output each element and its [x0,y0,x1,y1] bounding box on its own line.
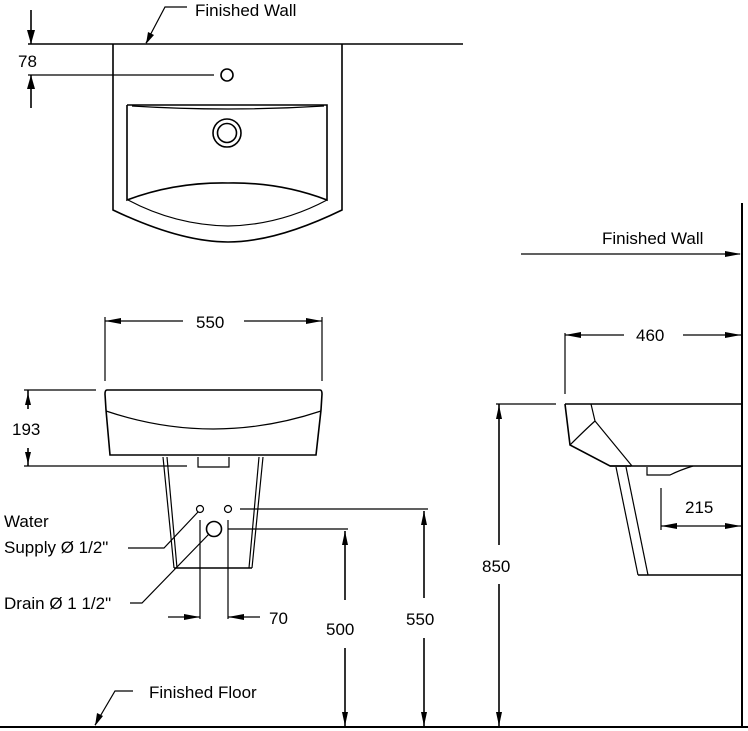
top-bowl-outline [126,104,328,202]
side-wall-label: Finished Wall [602,229,703,248]
side-basin-front [564,403,631,467]
pedestal-left-inner [166,456,178,569]
front-basin-outline [104,389,323,456]
dim-215-left-arrow [661,523,677,529]
water-supply-hole-right [223,504,233,514]
front-view: 550 193 70 [0,313,748,728]
side-trap [646,465,694,476]
water-supply-hole-left [195,504,205,514]
drain-outer-ring [212,118,242,148]
dim-193-bottom-arrow [25,452,31,464]
dim-550h-label: 550 [406,610,434,629]
side-pedestal-inner [625,466,649,576]
dim-460-right-arrow [725,332,741,338]
trap-cover [197,457,230,468]
top-basin-outline [112,44,343,243]
side-pedestal-outer [615,466,639,576]
dim-78-label: 78 [18,52,37,71]
water-supply-label-2: Supply Ø 1/2" [4,538,108,557]
pedestal-left-outer [162,456,175,569]
dim-850-label: 850 [482,557,510,576]
drain-leader [130,533,210,604]
side-wall-arrow [725,251,741,257]
side-view: Finished Wall 460 215 850 [482,203,743,727]
dim-70-right-arrow [228,614,244,620]
dim-550w-left-arrow [105,318,121,324]
dim-460-left-arrow [565,332,581,338]
floor-leader-arrow [95,713,103,726]
dim-193-label: 193 [12,420,40,439]
top-bowl-rim-curve [131,105,325,110]
floor-label: Finished Floor [149,683,257,702]
dim-550w-right-arrow [306,318,322,324]
top-bowl-front-curve [127,199,328,227]
dim-550h-bottom-arrow [421,712,427,726]
front-basin-curve [105,410,322,430]
side-basin-inner-1 [590,403,633,467]
floor-leader [94,690,133,726]
dim-550w-label: 550 [196,313,224,332]
dim-70-label: 70 [269,609,288,628]
dim-500-bottom-arrow [342,712,348,726]
dim-193-top-arrow [25,393,31,405]
top-wall-label: Finished Wall [195,1,296,20]
water-supply-label-1: Water [4,512,49,531]
dim-70-left-arrow [184,614,200,620]
drain-inner-ring [216,122,238,144]
dim-500-label: 500 [326,620,354,639]
top-wall-leader-arrow [146,32,154,44]
pedestal-right-outer [251,456,264,569]
dim-550h-top-arrow [421,511,427,525]
dim-78-bottom-arrow [27,75,35,89]
tap-hole [220,68,234,82]
top-view: 78 Finished Wall [18,1,463,243]
dim-850-bottom-arrow [496,712,502,726]
dim-850-top-arrow [496,405,502,419]
drain-label: Drain Ø 1 1/2" [4,594,111,613]
side-basin-inner-2 [569,420,596,446]
dim-215-right-arrow [725,523,741,529]
top-wall-leader [145,6,187,44]
water-supply-leader [128,511,199,549]
drain-hole [205,520,223,538]
dim-215-label: 215 [685,498,713,517]
dim-78-top-arrow [27,30,35,44]
dim-500-top-arrow [342,531,348,545]
dim-460-label: 460 [636,326,664,345]
pedestal-right-inner [248,456,260,569]
